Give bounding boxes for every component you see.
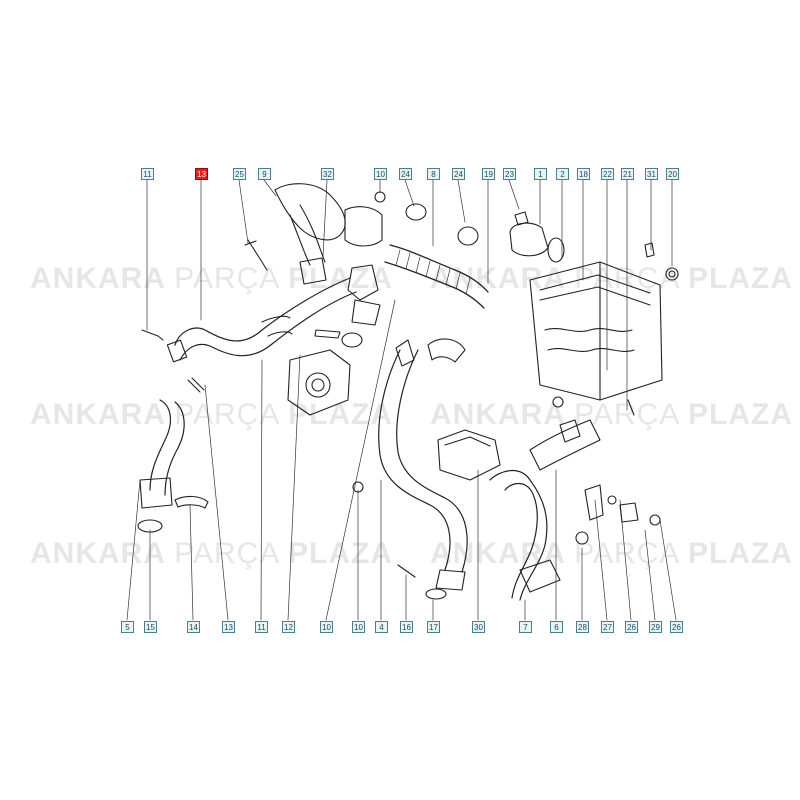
bottom-callout-14[interactable]: 28 bbox=[576, 621, 589, 633]
bottom-callout-12[interactable]: 7 bbox=[519, 621, 532, 633]
top-callout-6[interactable]: 24 bbox=[399, 168, 412, 180]
top-callout-13[interactable]: 18 bbox=[577, 168, 590, 180]
bottom-callout-7[interactable]: 10 bbox=[352, 621, 365, 633]
bottom-callout-1[interactable]: 15 bbox=[144, 621, 157, 633]
bottom-callout-11[interactable]: 30 bbox=[472, 621, 485, 633]
top-callout-4[interactable]: 32 bbox=[321, 168, 334, 180]
top-callout-11[interactable]: 1 bbox=[534, 168, 547, 180]
bottom-callout-5[interactable]: 12 bbox=[282, 621, 295, 633]
bottom-callout-10[interactable]: 17 bbox=[427, 621, 440, 633]
top-callout-9[interactable]: 19 bbox=[482, 168, 495, 180]
top-callout-15[interactable]: 21 bbox=[621, 168, 634, 180]
top-callout-2[interactable]: 25 bbox=[233, 168, 246, 180]
bottom-callout-0[interactable]: 5 bbox=[121, 621, 134, 633]
bottom-callout-3[interactable]: 13 bbox=[222, 621, 235, 633]
top-callout-12[interactable]: 2 bbox=[556, 168, 569, 180]
top-callout-5[interactable]: 10 bbox=[374, 168, 387, 180]
bottom-callout-18[interactable]: 26 bbox=[670, 621, 683, 633]
bottom-callout-17[interactable]: 29 bbox=[649, 621, 662, 633]
leader-lines-top bbox=[146, 179, 673, 411]
top-callout-10[interactable]: 23 bbox=[503, 168, 516, 180]
top-callout-3[interactable]: 9 bbox=[258, 168, 271, 180]
watermark-text: ANKARA PARÇA PLAZA bbox=[30, 398, 394, 431]
top-callout-0[interactable]: 11 bbox=[141, 168, 154, 180]
watermark-text: ANKARA PARÇA PLAZA bbox=[430, 262, 794, 295]
bottom-callout-8[interactable]: 4 bbox=[375, 621, 388, 633]
leader-lines-bottom bbox=[126, 299, 677, 621]
top-callout-1[interactable]: 13 bbox=[195, 168, 208, 180]
watermark-text: ANKARA PARÇA PLAZA bbox=[30, 537, 394, 570]
bottom-callout-2[interactable]: 14 bbox=[187, 621, 200, 633]
bottom-callout-6[interactable]: 10 bbox=[320, 621, 333, 633]
top-callout-17[interactable]: 20 bbox=[666, 168, 679, 180]
top-callout-7[interactable]: 8 bbox=[427, 168, 440, 180]
top-callout-16[interactable]: 31 bbox=[645, 168, 658, 180]
bottom-callout-15[interactable]: 27 bbox=[601, 621, 614, 633]
bottom-callout-16[interactable]: 26 bbox=[625, 621, 638, 633]
bottom-callout-4[interactable]: 11 bbox=[255, 621, 268, 633]
top-callout-8[interactable]: 24 bbox=[452, 168, 465, 180]
top-callout-14[interactable]: 22 bbox=[601, 168, 614, 180]
bottom-callout-13[interactable]: 6 bbox=[550, 621, 563, 633]
bottom-callout-9[interactable]: 16 bbox=[400, 621, 413, 633]
watermark-text: ANKARA PARÇA PLAZA bbox=[430, 398, 794, 431]
